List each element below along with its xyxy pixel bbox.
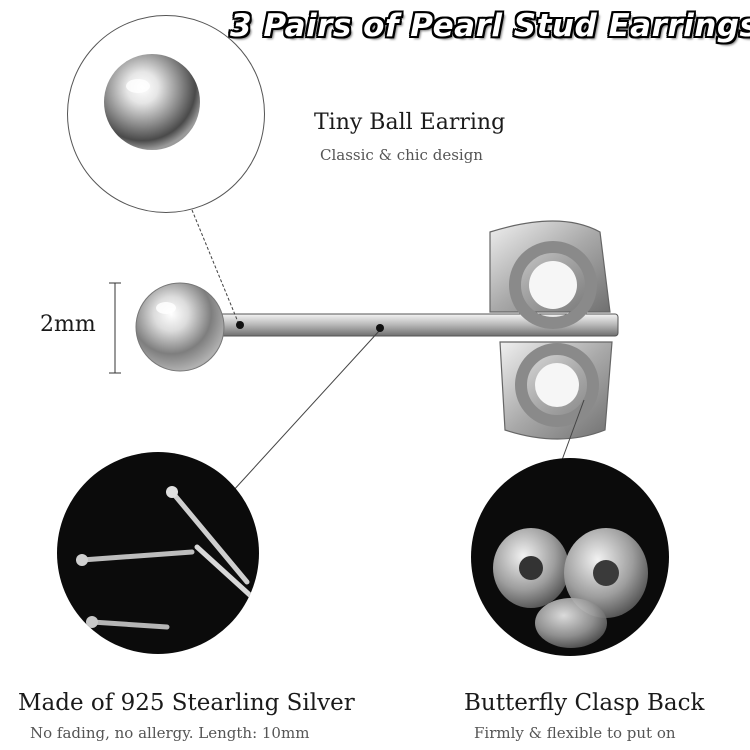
butterfly-backs-photo [471,458,669,656]
ball-zoom-circle [67,15,265,213]
silver-posts-photo [57,452,259,654]
clasp-feature-subtitle: Firmly & flexible to put on [474,724,676,742]
dimension-label: 2mm [40,312,96,337]
ball-feature-title: Tiny Ball Earring [314,110,506,135]
silver-feature-subtitle: No fading, no allergy. Length: 10mm [30,724,310,742]
clasp-feature-title: Butterfly Clasp Back [464,690,705,716]
page-title: 3 Pairs of Pearl Stud Earrings [230,8,750,44]
silver-feature-title: Made of 925 Stearling Silver [18,690,355,716]
ball-feature-subtitle: Classic & chic design [320,146,483,164]
silver-ball-image [104,54,200,150]
